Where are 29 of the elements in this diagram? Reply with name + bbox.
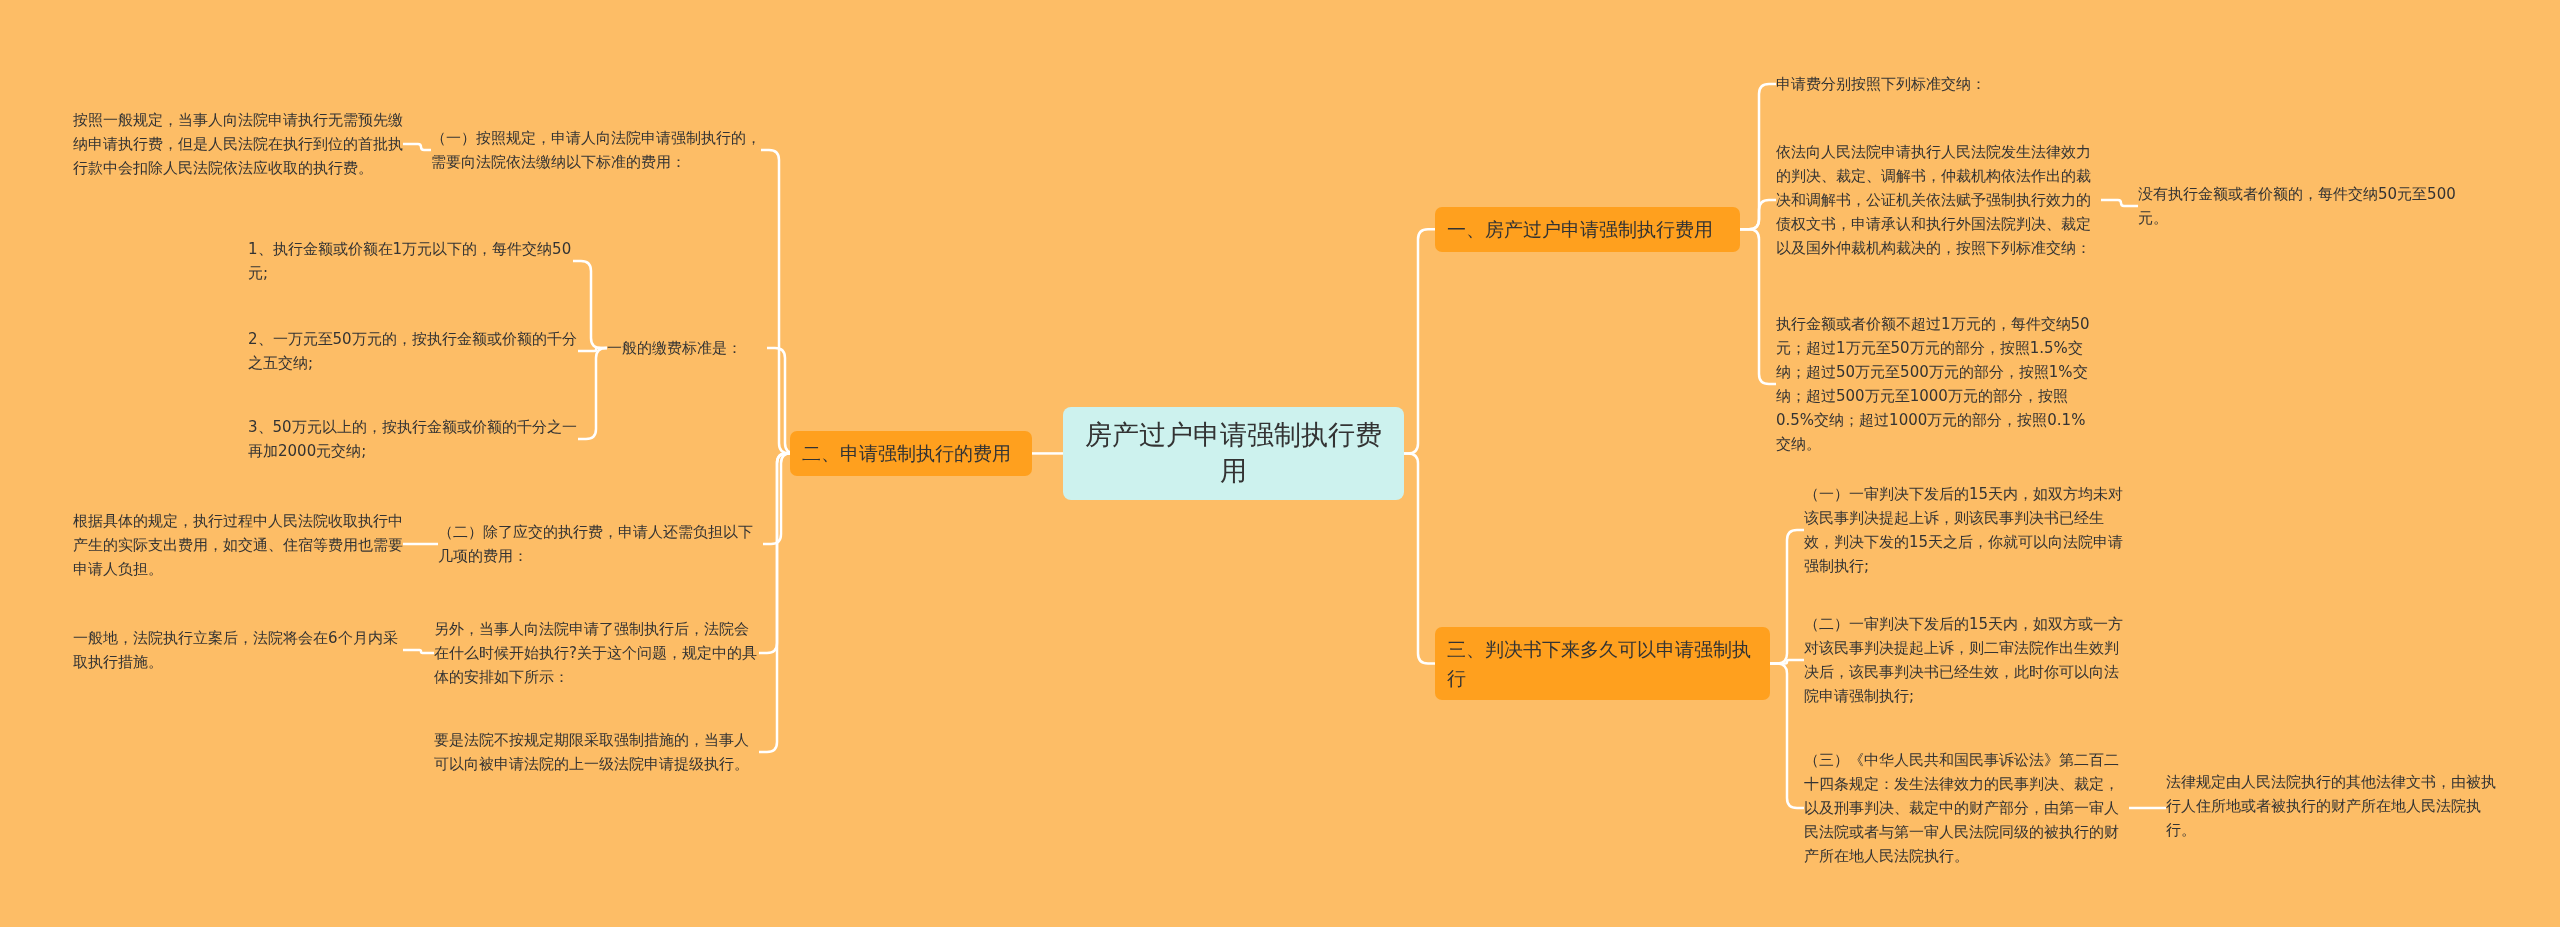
topic-text: （三）《中华人民共和国民事诉讼法》第二百二十四条规定：发生法律效力的民事判决、裁定，以及刑事判决、裁定中的财产部分，由第一审人民法院或者与第一审人民法院同级的被执行的财产所在地人民法院执行。 (1804, 748, 2129, 868)
topic-text: 3、50万元以上的，按执行金额或价额的千分之一再加2000元交纳; (248, 415, 578, 463)
connector-line (1032, 452, 1063, 455)
topic-text: 申请费分别按照下列标准交纳： (1776, 72, 2106, 96)
topic-text: 一般地，法院执行立案后，法院将会在6个月内采取执行措施。 (73, 626, 403, 674)
topic-text: 一般的缴费标准是： (607, 336, 767, 360)
branch-topic-box: 三、判决书下来多久可以申请强制执行 (1435, 627, 1770, 700)
topic-text: （二）一审判决下发后的15天内，如双方或一方对该民事判决提起上诉，则二审法院作出生效判决后，该民事判决书已经生效，此时你可以向法院申请强制执行; (1804, 612, 2129, 708)
topic-text: 执行金额或者价额不超过1万元的，每件交纳50元；超过1万元至50万元的部分，按照1.5%交纳；超过50万元至500万元的部分，按照1%交纳；超过500万元至1000万元的部分，按照0.5%交纳；超过1000万元的部分，按照0.1%交纳。 (1776, 312, 2096, 456)
connector-line (403, 542, 438, 546)
topic-text: （一）一审判决下发后的15天内，如双方均未对该民事判决提起上诉，则该民事判决书已经生效，判决下发的15天之后，你就可以向法院申请强制执行; (1804, 482, 2129, 578)
branch-topic-box: 二、申请强制执行的费用 (790, 431, 1032, 476)
connector-line (403, 648, 434, 655)
central-topic-box: 房产过户申请强制执行费用 (1063, 407, 1404, 500)
topic-text: 根据具体的规定，执行过程中人民法院收取执行中产生的实际支出费用，如交通、住宿等费用也需要申请人负担。 (73, 509, 403, 581)
topic-text: 2、一万元至50万元的，按执行金额或价额的千分之五交纳; (248, 327, 578, 375)
branch-topic-box: 一、房产过户申请强制执行费用 (1435, 207, 1740, 252)
connector-line (2129, 806, 2166, 810)
topic-text: 另外，当事人向法院申请了强制执行后，法院会在什么时候开始执行?关于这个问题，规定中的具体的安排如下所示： (434, 617, 759, 689)
topic-text: 要是法院不按规定期限采取强制措施的，当事人可以向被申请法院的上一级法院申请提级执行。 (434, 728, 759, 776)
topic-text: 按照一般规定，当事人向法院申请执行无需预先缴纳申请执行费，但是人民法院在执行到位的首批执行款中会扣除人民法院依法应收取的执行费。 (73, 108, 403, 180)
connector-line (2101, 198, 2138, 208)
connector-line (403, 142, 431, 152)
topic-text: （一）按照规定，申请人向法院申请强制执行的，需要向法院依法缴纳以下标准的费用： (431, 126, 761, 174)
topic-text: 没有执行金额或者价额的，每件交纳50元至500元。 (2138, 182, 2468, 230)
topic-text: （二）除了应交的执行费，申请人还需负担以下几项的费用： (438, 520, 763, 568)
topic-text: 依法向人民法院申请执行人民法院发生法律效力的判决、裁定、调解书，仲裁机构依法作出的裁决和调解书，公证机关依法赋予强制执行效力的债权文书，申请承认和执行外国法院判决、裁定以及国外仲裁机构裁决的，按照下列标准交纳： (1776, 140, 2101, 260)
topic-text: 1、执行金额或价额在1万元以下的，每件交纳50元; (248, 237, 573, 285)
topic-text: 法律规定由人民法院执行的其他法律文书，由被执行人住所地或者被执行的财产所在地人民法院执行。 (2166, 770, 2496, 842)
